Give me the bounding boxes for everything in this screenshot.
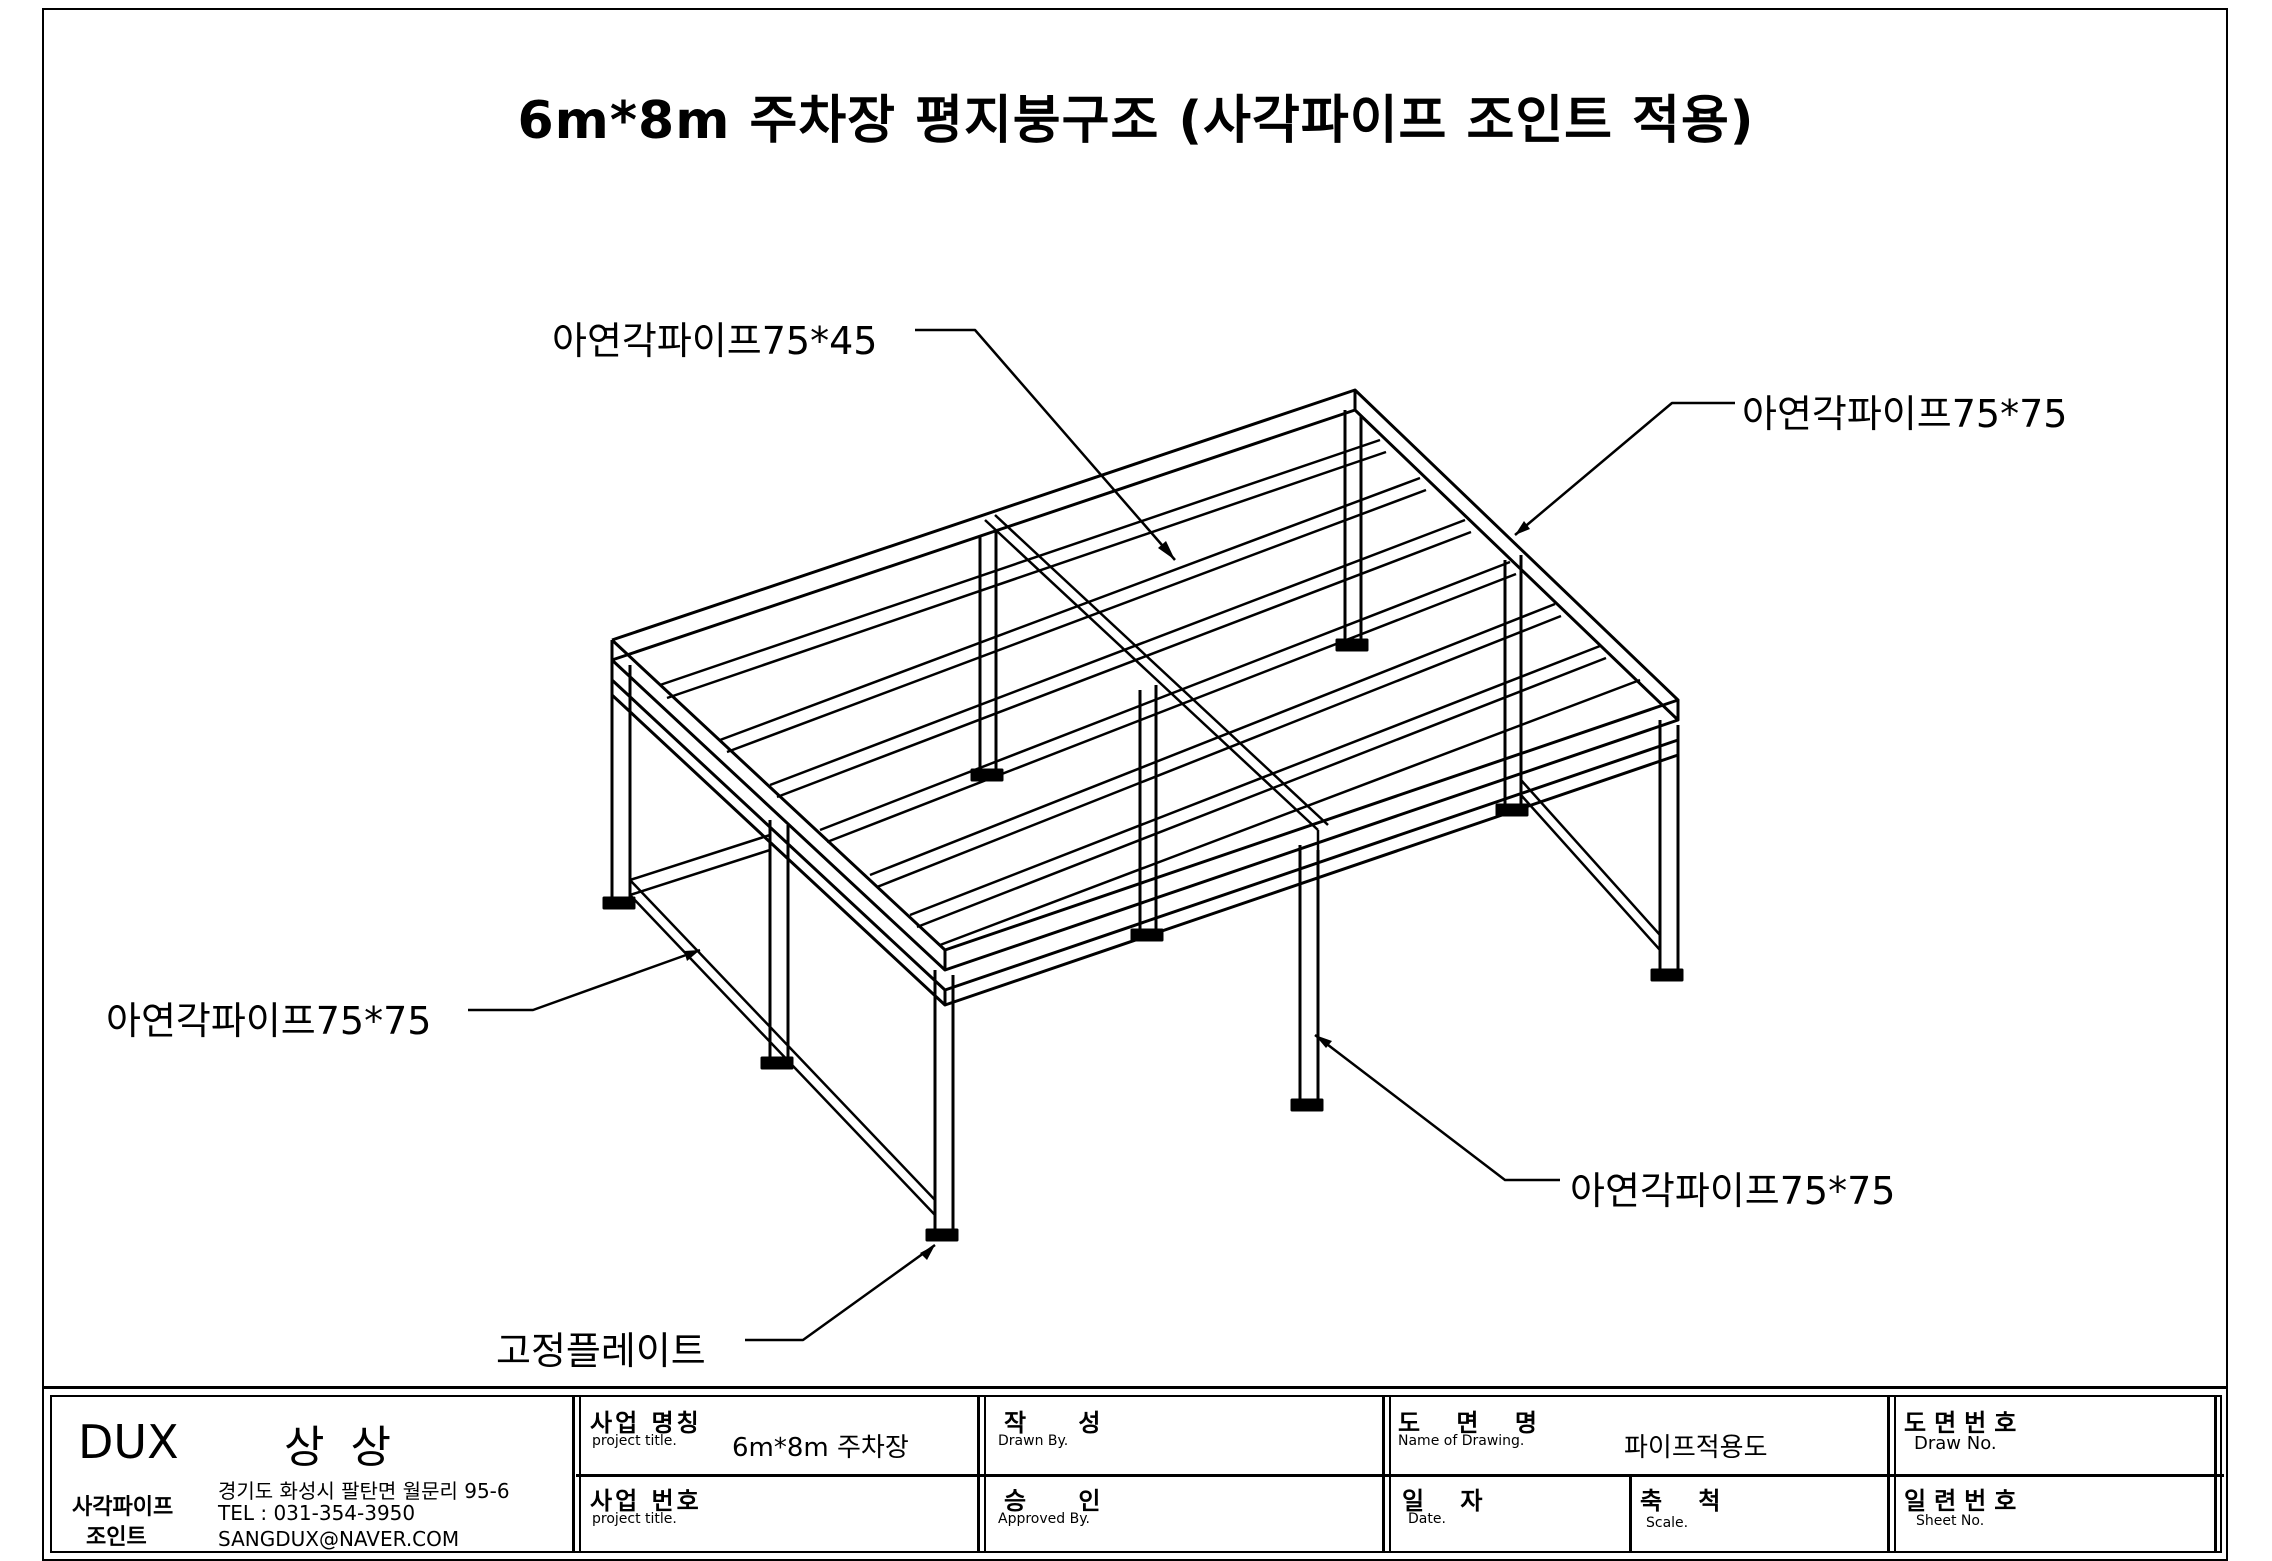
title-block-row-divider	[576, 1474, 2224, 1477]
title-block: DUX 상 상 사각파이프 조인트 경기도 화성시 팔탄면 월문리 95-6 T…	[50, 1395, 2224, 1553]
project-name-label-en: project title.	[592, 1433, 677, 1449]
company-email: SANGDUX@NAVER.COM	[218, 1527, 460, 1551]
company-name: 상 상	[284, 1422, 397, 1473]
company-product-line2: 조인트	[86, 1525, 147, 1550]
drawing-name-value: 파이프적용도	[1624, 1433, 1768, 1463]
title-block-divider	[42, 1386, 2228, 1560]
col-divider-4b	[1894, 1397, 1896, 1551]
label-pipe-75x75-right: 아연각파이프75*75	[1742, 392, 2068, 436]
project-name-value: 6m*8m 주차장	[732, 1433, 909, 1463]
approved-by-label-en: Approved By.	[998, 1511, 1090, 1527]
label-pipe-75x75-bottom: 아연각파이프75*75	[1570, 1169, 1896, 1213]
col-divider-2b	[984, 1397, 986, 1551]
drawing-name-label-en: Name of Drawing.	[1398, 1433, 1525, 1449]
leader-arrowheads	[684, 521, 1530, 1260]
label-pipe-75x45: 아연각파이프75*45	[552, 319, 878, 363]
leader-lines	[468, 328, 1735, 1342]
project-name-label: 사업 명칭	[590, 1409, 702, 1437]
base-plates	[602, 638, 1684, 1242]
col-divider-3b	[1389, 1397, 1391, 1551]
company-product-line1: 사각파이프	[72, 1495, 174, 1520]
roof-frame	[610, 388, 1680, 1007]
drawn-by-label: 작 성	[1004, 1409, 1123, 1437]
col-divider-3	[1382, 1397, 1385, 1551]
lower-rails	[629, 779, 1661, 1216]
middle-girder	[984, 514, 1329, 850]
drawn-by-label-en: Drawn By.	[998, 1433, 1069, 1449]
company-brand: DUX	[78, 1415, 179, 1469]
columns	[610, 410, 1680, 1235]
company-tel: TEL : 031-354-3950	[218, 1501, 416, 1525]
col-divider-date-scale	[1629, 1474, 1632, 1551]
drawing-title: 6m*8m 주차장 평지붕구조 (사각파이프 조인트 적용)	[517, 91, 1755, 151]
roof-purlins	[659, 438, 1641, 947]
date-label: 일 자	[1402, 1487, 1497, 1515]
date-label-en: Date.	[1408, 1511, 1446, 1527]
drawing-name-label: 도 면 명	[1398, 1409, 1551, 1437]
scale-label-en: Scale.	[1646, 1515, 1689, 1531]
sheet-no-label-en: Sheet No.	[1916, 1513, 1985, 1529]
company-address: 경기도 화성시 팔탄면 월문리 95-6	[218, 1479, 510, 1503]
project-no-label-en: project title.	[592, 1511, 677, 1527]
sheet-no-label: 일련번호	[1904, 1487, 2025, 1515]
col-divider-2	[977, 1397, 980, 1551]
col-divider-5	[2214, 1397, 2217, 1551]
scale-label: 축 척	[1640, 1487, 1735, 1515]
approved-by-label: 승 인	[1004, 1487, 1123, 1515]
label-fixing-plate: 고정플레이트	[496, 1329, 706, 1373]
label-pipe-75x75-left: 아연각파이프75*75	[106, 999, 432, 1043]
project-no-label: 사업 번호	[590, 1487, 702, 1515]
col-divider-1	[572, 1397, 575, 1551]
col-divider-1b	[579, 1397, 581, 1551]
draw-no-label-en: Draw No.	[1914, 1433, 1997, 1454]
col-divider-4	[1887, 1397, 1890, 1551]
draw-no-label: 도면번호	[1904, 1409, 2025, 1437]
